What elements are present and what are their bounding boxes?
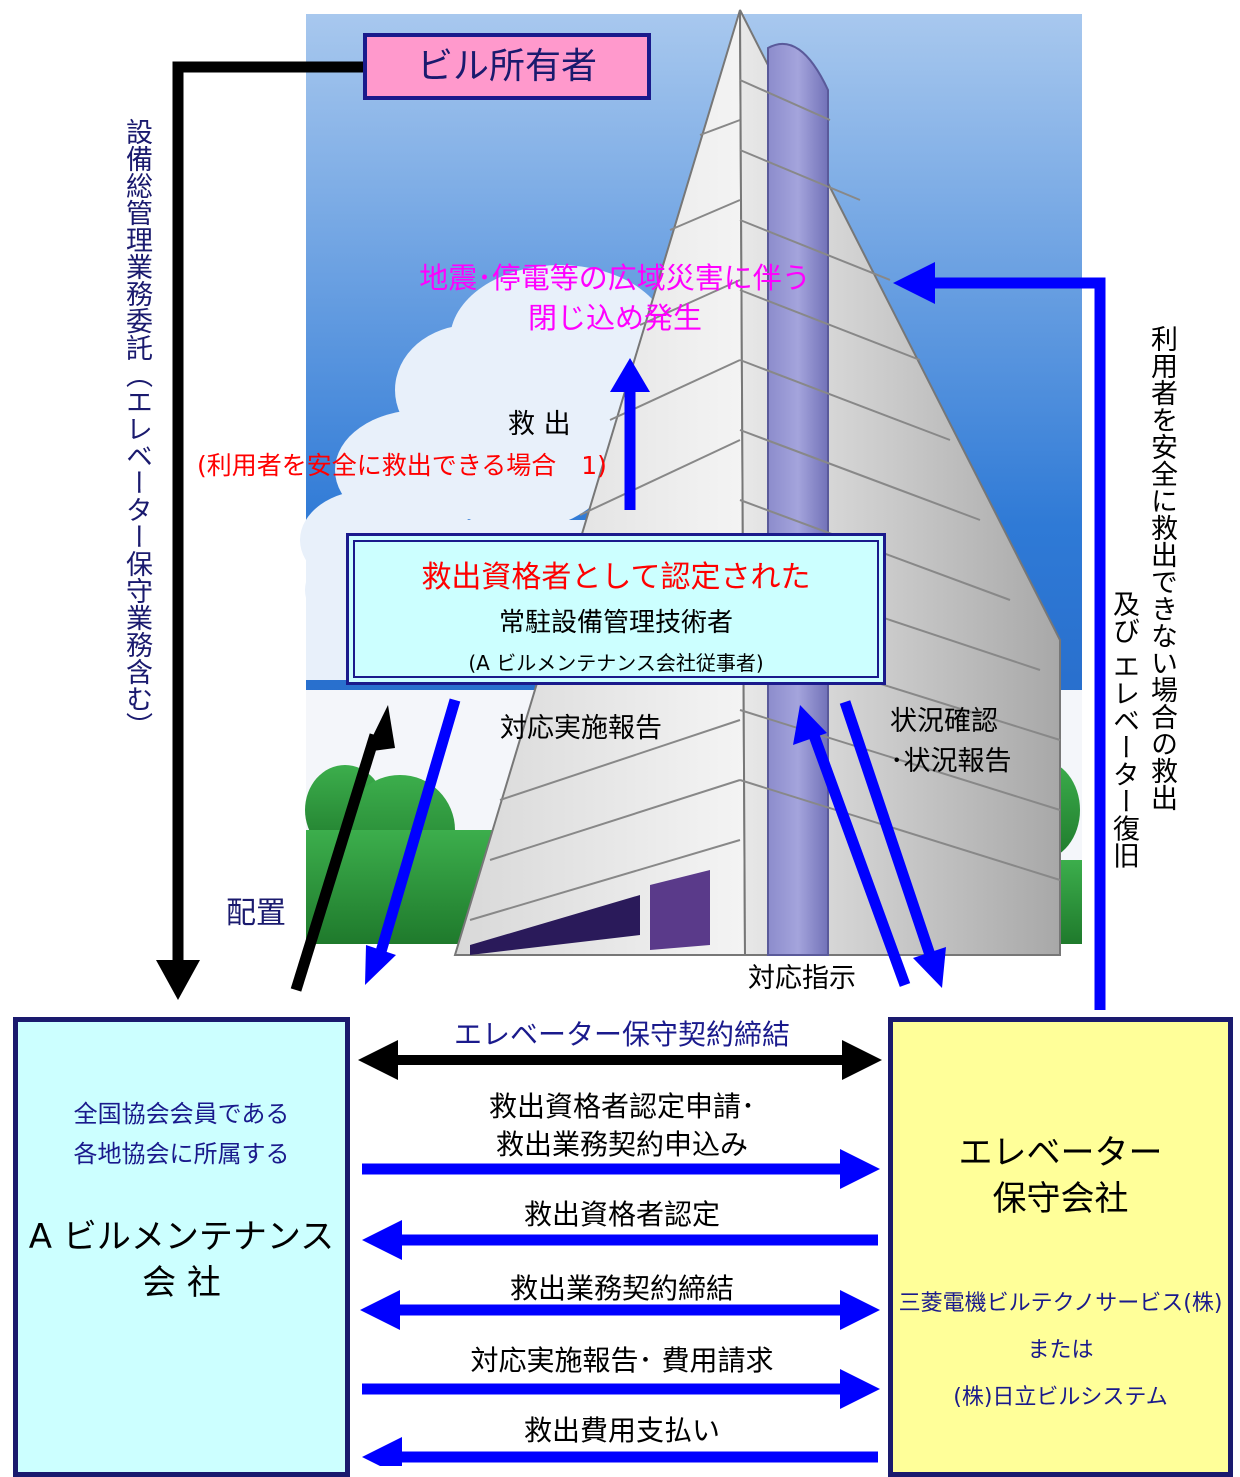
company-a-name1: A ビルメンテナンス <box>28 1217 335 1257</box>
company-a-line1: 全国協会会員である <box>73 1100 290 1128</box>
technician-line1: 救出資格者として認定された <box>421 560 811 595</box>
instruction-label: 対応指示 <box>748 963 856 994</box>
disaster-event-text: 地震･停電等の広域災害に伴う 閉じ込め発生 <box>400 258 830 338</box>
rescue-condition-label: (利用者を安全に救出できる場合 1) <box>197 451 607 480</box>
rescue-up-arrowhead <box>610 358 650 392</box>
technician-box: 救出資格者として認定された 常駐設備管理技術者 (A ビルメンテナンス会社従事者… <box>346 533 886 685</box>
company-b-name2: 保守会社 <box>992 1179 1129 1219</box>
technician-line2: 常駐設備管理技術者 <box>498 608 733 638</box>
status-up-arrowhead <box>793 705 827 745</box>
status-up-arrow <box>806 728 911 987</box>
contract-arrowhead-right <box>842 1040 882 1080</box>
apply-arrowhead <box>840 1149 880 1189</box>
rescue-contract-arrowhead-left <box>360 1290 400 1330</box>
building-maintenance-company-box: 全国協会会員である 各地協会に所属する A ビルメンテナンス 会 社 <box>13 1017 350 1477</box>
disaster-event-line1: 地震･停電等の広域災害に伴う <box>419 261 811 295</box>
company-a-name2: 会 社 <box>142 1263 221 1303</box>
elevator-restore-vertical-label: 及び エレベーター復旧 <box>1108 590 1139 869</box>
direct-rescue-arrow <box>925 277 1106 1010</box>
rescue-contract-arrowhead-right <box>840 1290 880 1330</box>
report-bill-arrowhead <box>840 1369 880 1409</box>
contract-arrowhead-left <box>358 1040 398 1080</box>
flow-payment-label: 救出費用支払い <box>523 1414 720 1447</box>
flow-rescue-contract-label: 救出業務契約締結 <box>509 1272 734 1305</box>
report-down-arrow <box>374 698 461 957</box>
elevator-maintenance-company-box: エレベーター 保守会社 三菱電機ビルテクノサービス(株) または (株)日立ビル… <box>888 1017 1233 1477</box>
company-b-name1: エレベーター <box>958 1133 1163 1173</box>
flow-apply-label-2: 救出業務契約申込み <box>495 1128 748 1161</box>
company-b-example2: または <box>1027 1338 1094 1363</box>
company-b-example1: 三菱電機ビルテクノサービス(株) <box>898 1291 1223 1316</box>
status-label: 状況確認 ･状況報告 <box>890 706 1012 777</box>
report-label: 対応実施報告 <box>500 713 662 744</box>
owner-delegation-arrowhead <box>156 960 200 1000</box>
flow-apply-label-1: 救出資格者認定申請･ <box>488 1090 755 1123</box>
flow-certify-label: 救出資格者認定 <box>523 1198 720 1231</box>
flow-contract-label: エレベーター保守契約締結 <box>453 1018 790 1051</box>
instruction-down-arrow <box>839 700 936 957</box>
company-a-line2: 各地協会に所属する <box>73 1140 290 1168</box>
certify-arrowhead <box>362 1220 402 1260</box>
building-owner-box: ビル所有者 <box>363 33 651 100</box>
owner-delegation-arrow <box>172 61 363 965</box>
placement-arrowhead <box>365 705 395 752</box>
placement-arrow <box>290 733 381 992</box>
rescue-label: 救 出 <box>508 409 571 440</box>
disaster-event-line2: 閉じ込め発生 <box>527 301 702 335</box>
delegation-vertical-label: 設備総管理業務委託（エレベーター保守業務含む） <box>121 118 152 739</box>
technician-line3: (A ビルメンテナンス会社従事者) <box>468 651 764 675</box>
direct-rescue-arrowhead <box>893 262 935 304</box>
direct-rescue-vertical-label: 利用者を安全に救出できない場合の救出 <box>1146 325 1177 811</box>
company-b-example3: (株)日立ビルシステム <box>953 1385 1168 1410</box>
instruction-down-arrowhead <box>913 947 946 988</box>
building-owner-label: ビル所有者 <box>416 46 597 87</box>
report-down-arrowhead <box>365 945 396 985</box>
payment-arrowhead <box>362 1437 402 1466</box>
placement-label: 配置 <box>226 896 286 931</box>
flow-report-bill-label: 対応実施報告･ 費用請求 <box>470 1344 774 1377</box>
